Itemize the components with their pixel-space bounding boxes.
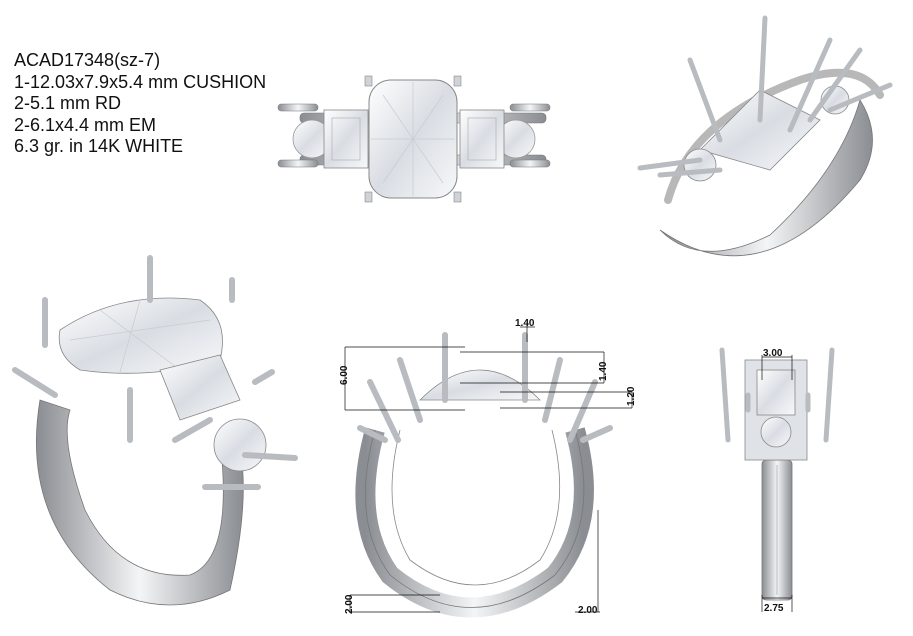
dim-gallery: 1.20 [626,386,637,406]
emerald-stone-left [323,109,369,169]
dim-side-bottom: 2.75 [764,603,784,614]
dim-height: 6.00 [339,365,350,385]
model-number: ACAD17348(sz-7) [14,50,161,70]
dim-side-top: 3.00 [763,348,783,359]
dim-shank-left: 2.00 [344,594,355,614]
perspective-view-left [12,255,298,606]
spec-text-block: ACAD17348(sz-7) 1-12.03x7.9x5.4 mm CUSHI… [14,50,266,158]
center-stone-spec: 1-12.03x7.9x5.4 mm CUSHION [14,71,267,92]
top-view [277,75,551,203]
emerald-stone-spec: 2-6.1x4.4 mm EM [14,114,157,135]
perspective-view-top [637,15,893,257]
round-stone-spec: 2-5.1 mm RD [14,93,122,113]
emerald-stone-right [459,109,505,169]
dim-shank-right: 2.00 [578,605,598,616]
dim-top-prong: 1.40 [515,318,535,329]
metal-weight-spec: 6.3 gr. in 14K WHITE [14,136,184,156]
dim-side-prong: 1.40 [598,361,609,381]
front-view: 1.40 6.00 1.40 1.20 2.00 2.00 [339,318,637,618]
side-view: 3.00 2.75 [719,347,835,614]
